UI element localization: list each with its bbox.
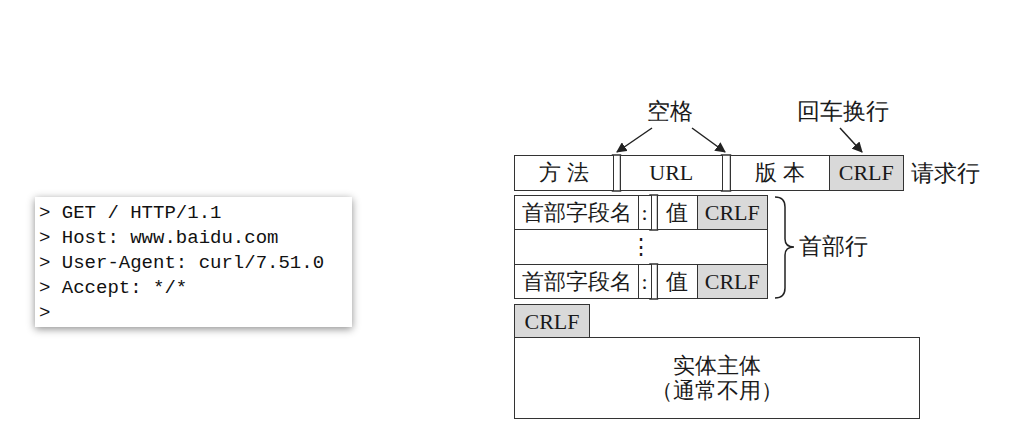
annotation-label: 请求行 bbox=[911, 161, 980, 186]
node-text: > Host: www.baidu.com bbox=[39, 226, 278, 251]
node-text: CRLF bbox=[839, 160, 894, 185]
crlf-cell: CRLF bbox=[514, 304, 590, 339]
node-text: 方 法 bbox=[539, 160, 589, 185]
node-text: CRLF bbox=[524, 309, 579, 334]
field-cell: URL bbox=[620, 155, 724, 191]
node-text: : bbox=[641, 269, 647, 294]
field-cell: 值 bbox=[657, 264, 699, 299]
node-text: ⋮ bbox=[630, 234, 652, 259]
node-text: （通常不用） bbox=[651, 378, 783, 403]
node-text: CRLF bbox=[705, 200, 760, 225]
node-text: > GET / HTTP/1.1 bbox=[39, 201, 221, 226]
node-text: 首部字段名 bbox=[522, 269, 632, 294]
node-text: 实体主体 bbox=[673, 353, 761, 378]
field-cell: 首部字段名 bbox=[514, 264, 639, 299]
field-cell: 方 法 bbox=[514, 155, 614, 191]
ellipsis-row: ⋮ bbox=[514, 229, 768, 265]
node-text: 首部字段名 bbox=[522, 200, 632, 225]
pointer-line bbox=[692, 128, 725, 152]
crlf-cell: CRLF bbox=[829, 155, 905, 191]
node-text: : bbox=[641, 200, 647, 225]
node-text: 值 bbox=[666, 200, 688, 225]
field-cell: 值 bbox=[657, 195, 699, 230]
node-text: 版 本 bbox=[755, 160, 805, 185]
terminal-output: > GET / HTTP/1.1> Host: www.baidu.com> U… bbox=[35, 197, 352, 327]
annotation-label: 空格 bbox=[647, 99, 693, 124]
node-text: > Accept: */* bbox=[39, 276, 187, 301]
node-text: > bbox=[39, 301, 50, 326]
field-cell: 版 本 bbox=[730, 155, 831, 191]
colon-cell: : bbox=[638, 264, 652, 299]
node-text: CRLF bbox=[705, 269, 760, 294]
node-text: > User-Agent: curl/7.51.0 bbox=[39, 251, 324, 276]
colon-cell: : bbox=[638, 195, 652, 230]
annotation-label: 首部行 bbox=[799, 234, 868, 259]
pointer-line bbox=[617, 128, 652, 152]
entity-body: 实体主体（通常不用） bbox=[514, 337, 920, 419]
annotation-label: 回车换行 bbox=[797, 99, 889, 124]
node-text: 值 bbox=[666, 269, 688, 294]
crlf-cell: CRLF bbox=[697, 264, 769, 299]
node-text: URL bbox=[649, 160, 693, 185]
field-cell: 首部字段名 bbox=[514, 195, 639, 230]
curly-brace bbox=[775, 197, 794, 298]
pointer-line bbox=[840, 128, 862, 152]
crlf-cell: CRLF bbox=[697, 195, 769, 230]
